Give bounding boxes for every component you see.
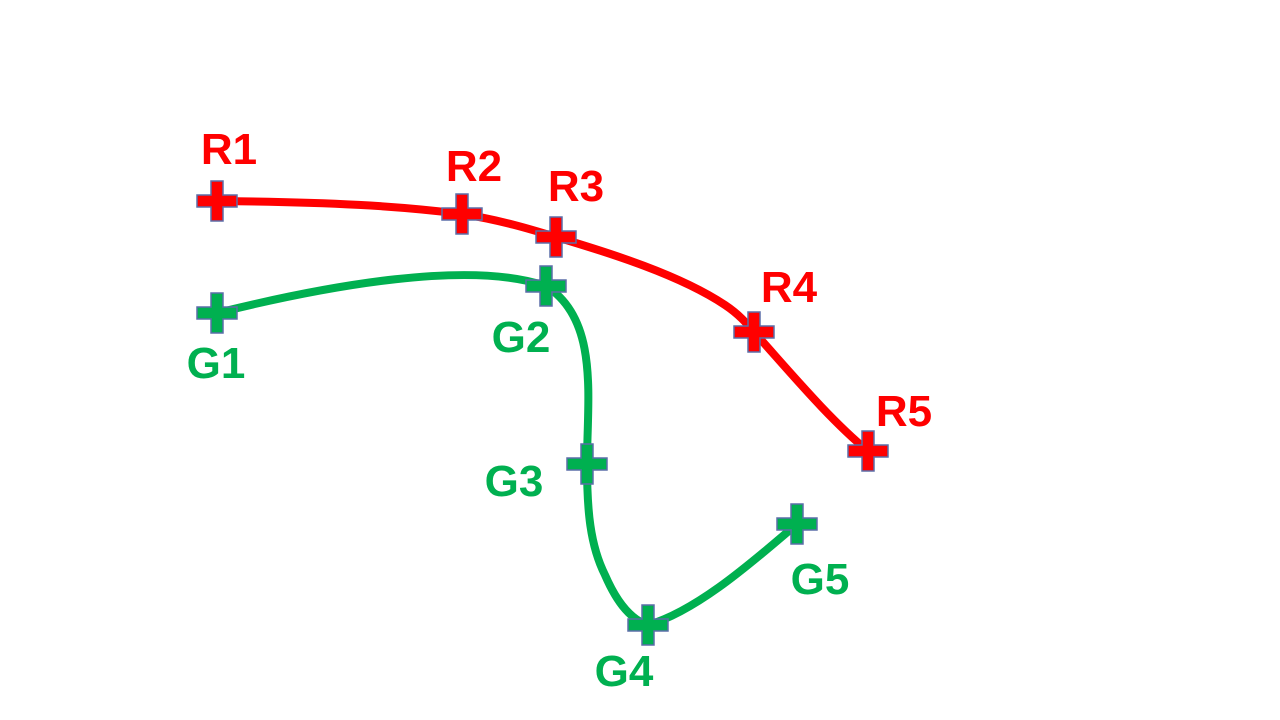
- red-node-r5: R5: [847, 387, 932, 472]
- red-node-r1: R1: [196, 125, 257, 222]
- red-node-r2: R2: [441, 142, 502, 235]
- red-path-curve: [213, 197, 872, 455]
- plus-marker-icon: [733, 311, 775, 353]
- green-node-g3: G3: [485, 443, 608, 506]
- green-node-g2: G2: [492, 265, 567, 362]
- node-label: G1: [187, 339, 246, 388]
- node-label: G5: [791, 555, 850, 604]
- node-label: G4: [595, 647, 654, 696]
- plus-marker-icon: [535, 216, 577, 258]
- green-node-g5: G5: [776, 503, 850, 604]
- plus-marker-icon: [847, 430, 889, 472]
- plus-marker-icon: [776, 503, 818, 545]
- plus-marker-icon: [196, 292, 238, 334]
- node-label: R2: [446, 142, 502, 191]
- red-node-r4: R4: [733, 263, 818, 353]
- node-label: R3: [548, 162, 604, 211]
- node-label: R4: [761, 263, 818, 312]
- green-node-g4: G4: [595, 604, 669, 696]
- plus-marker-icon: [525, 265, 567, 307]
- plus-marker-icon: [196, 180, 238, 222]
- node-label: G2: [492, 313, 551, 362]
- node-label: R5: [876, 387, 932, 436]
- green-node-g1: G1: [187, 292, 246, 388]
- plus-marker-icon: [627, 604, 669, 646]
- plus-marker-icon: [441, 193, 483, 235]
- red-node-r3: R3: [535, 162, 604, 258]
- node-label: R1: [201, 125, 257, 174]
- node-label: G3: [485, 457, 544, 506]
- plus-marker-icon: [566, 443, 608, 485]
